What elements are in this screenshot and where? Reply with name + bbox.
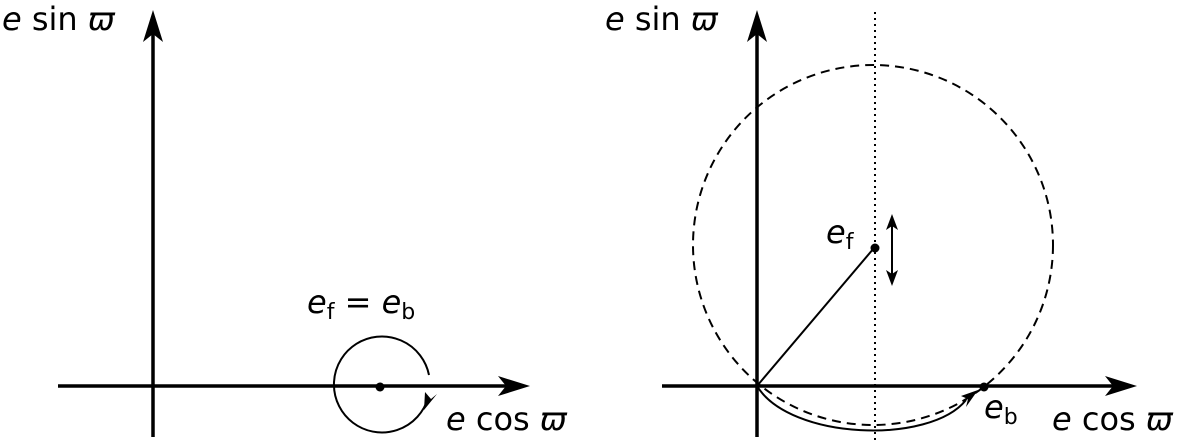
right-y-axis-label: e sin ϖ [605,0,719,38]
right-arc-arrowhead [961,390,978,407]
left-eccentricity-point [375,382,385,392]
right-oscillation-arrowhead-down [886,270,898,286]
right-dashed-circle [692,64,1054,426]
right-x-axis-arrowhead [1105,376,1137,396]
left-x-axis-arrowhead [498,376,530,396]
right-free-point [979,382,989,392]
right-oscillation-arrowhead-up [886,214,898,230]
right-precession-arc [756,385,967,432]
left-y-axis-arrowhead [143,10,163,42]
right-y-axis-arrowhead [747,10,767,42]
right-forced-point [870,243,880,253]
right-forced-label: ef [826,213,855,255]
left-y-axis-label: e sin ϖ [2,0,116,38]
left-circle-arrowhead [424,392,437,410]
right-free-label: eb [984,388,1018,430]
left-point-label: ef = eb [307,283,415,325]
left-x-axis-label: e cos ϖ [446,400,568,438]
right-panel: e sin ϖ e cos ϖ ef eb [605,0,1174,443]
left-free-eccentricity-circle [332,335,430,434]
right-forced-vector [756,247,875,387]
left-panel: e sin ϖ e cos ϖ ef = eb [2,0,568,438]
right-x-axis-label: e cos ϖ [1052,400,1174,438]
